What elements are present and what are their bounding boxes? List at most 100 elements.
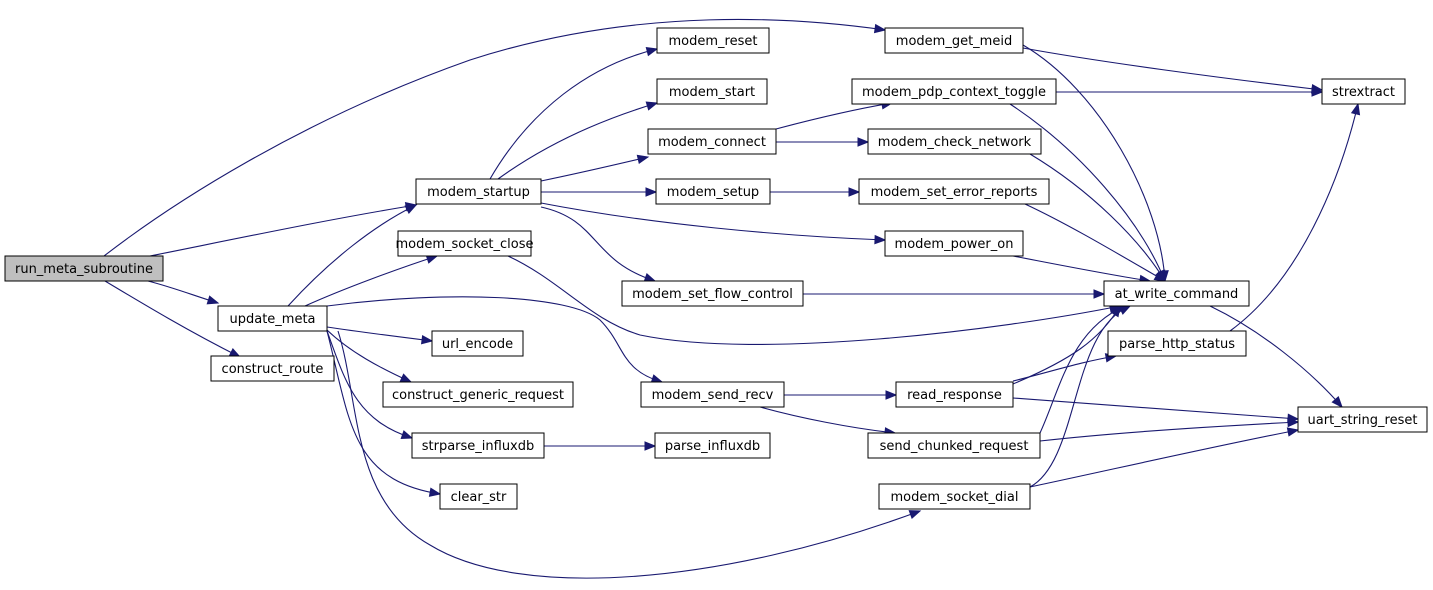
edge-modem_connect-to-modem_check_network xyxy=(776,137,870,147)
nodes-layer: run_meta_subroutine modem_startup update_m… xyxy=(4,27,1428,510)
node-at-write-command[interactable]: at_write_command xyxy=(1103,280,1250,307)
node-box xyxy=(858,178,1050,205)
edge-arrowhead xyxy=(874,234,887,245)
node-box xyxy=(884,230,1024,257)
node-box xyxy=(621,280,804,307)
node-run-meta-subroutine[interactable]: run_meta_subroutine xyxy=(4,255,164,282)
edge-modem_send_recv-to-read_response xyxy=(784,390,898,400)
edge-arrowhead xyxy=(404,204,418,214)
edge-at_write_command-to-uart_string_reset xyxy=(1209,305,1343,409)
node-box xyxy=(647,128,777,155)
node-modem-setup[interactable]: modem_setup xyxy=(655,178,771,205)
edge-line xyxy=(540,156,649,182)
edge-arrowhead xyxy=(1093,289,1106,299)
node-modem-check-network[interactable]: modem_check_network xyxy=(867,128,1042,155)
edge-arrowhead xyxy=(885,390,898,400)
edge-line xyxy=(103,18,886,257)
node-uart-string-reset[interactable]: uart_string_reset xyxy=(1297,406,1428,433)
node-box xyxy=(415,178,542,205)
edge-line xyxy=(1229,103,1359,332)
node-box xyxy=(878,483,1031,510)
edge-send_chunked_request-to-at_write_command xyxy=(1039,305,1127,434)
node-modem-start[interactable]: modem_start xyxy=(656,78,768,105)
edge-update_meta-to-strparse_influxdb xyxy=(326,330,414,440)
node-url-encode[interactable]: url_encode xyxy=(431,330,524,357)
edge-arrowhead xyxy=(643,273,657,282)
edge-arrowhead xyxy=(1153,271,1167,282)
edge-modem_startup-to-modem_setup xyxy=(541,187,658,197)
edge-arrowhead xyxy=(848,187,861,197)
edge-line xyxy=(1029,305,1131,488)
node-label: modem_startup xyxy=(427,185,530,200)
edge-arrowhead xyxy=(428,487,442,497)
node-label: modem_send_recv xyxy=(652,388,774,403)
edge-line xyxy=(1039,421,1299,442)
edge-arrowhead xyxy=(908,510,922,520)
edge-modem_startup-to-modem_connect xyxy=(540,154,650,182)
node-box xyxy=(867,128,1042,155)
node-box xyxy=(431,330,524,357)
edge-line xyxy=(1029,429,1299,488)
edge-line xyxy=(1024,203,1166,282)
edge-arrowhead xyxy=(873,23,887,34)
node-box xyxy=(884,27,1024,54)
node-label: modem_socket_close xyxy=(395,237,533,252)
node-modem-set-flow-control[interactable]: modem_set_flow_control xyxy=(621,280,804,307)
edge-update_meta-to-url_encode xyxy=(326,326,434,345)
node-update-meta[interactable]: update_meta xyxy=(217,305,328,332)
edge-modem_startup-to-modem_set_flow_control xyxy=(540,206,657,282)
node-modem-startup[interactable]: modem_startup xyxy=(415,178,542,205)
node-box xyxy=(382,381,574,408)
node-box xyxy=(1103,280,1250,307)
node-box xyxy=(655,178,771,205)
node-label: url_encode xyxy=(442,337,513,352)
node-parse-influxdb[interactable]: parse_influxdb xyxy=(654,432,771,459)
node-clear-str[interactable]: clear_str xyxy=(439,483,518,510)
edge-arrowhead xyxy=(1287,417,1300,428)
node-modem-power-on[interactable]: modem_power_on xyxy=(884,230,1024,257)
edge-arrowhead xyxy=(644,441,657,451)
node-parse-http-status[interactable]: parse_http_status xyxy=(1107,330,1247,357)
node-box xyxy=(656,27,770,54)
node-box xyxy=(217,305,328,332)
edge-modem_startup-to-modem_reset xyxy=(489,47,659,180)
edge-arrowhead xyxy=(206,295,220,305)
node-box xyxy=(1107,330,1247,357)
node-box xyxy=(397,230,532,257)
edge-modem_socket_close-to-at_write_command xyxy=(507,255,1122,345)
edge-parse_http_status-to-strextract xyxy=(1229,102,1361,332)
node-strextract[interactable]: strextract xyxy=(1321,78,1406,105)
node-label: modem_power_on xyxy=(895,237,1014,252)
node-box xyxy=(640,381,785,408)
edge-modem_send_recv-to-send_chunked_request xyxy=(759,406,897,437)
node-modem-pdp-context-toggle[interactable]: modem_pdp_context_toggle xyxy=(851,78,1057,105)
edge-line xyxy=(326,330,441,495)
edge-update_meta-to-modem_startup xyxy=(287,204,418,307)
node-modem-send-recv[interactable]: modem_send_recv xyxy=(640,381,785,408)
node-send-chunked-request[interactable]: send_chunked_request xyxy=(867,432,1041,459)
node-label: modem_reset xyxy=(669,34,758,49)
node-label: modem_start xyxy=(669,85,755,100)
node-box xyxy=(867,432,1041,459)
node-box xyxy=(210,355,335,382)
node-modem-socket-dial[interactable]: modem_socket_dial xyxy=(878,483,1031,510)
edge-line xyxy=(304,255,438,307)
edge-arrowhead xyxy=(857,137,870,147)
node-modem-set-error-reports[interactable]: modem_set_error_reports xyxy=(858,178,1050,205)
node-construct-generic-request[interactable]: construct_generic_request xyxy=(382,381,574,408)
edge-arrowhead xyxy=(1331,396,1343,409)
node-strparse-influxdb[interactable]: strparse_influxdb xyxy=(411,432,545,459)
node-modem-reset[interactable]: modem_reset xyxy=(656,27,770,54)
edge-line xyxy=(326,326,433,342)
node-read-response[interactable]: read_response xyxy=(895,381,1014,408)
node-modem-socket-close[interactable]: modem_socket_close xyxy=(395,230,534,257)
edge-line xyxy=(149,204,417,257)
node-label: strextract xyxy=(1332,85,1395,100)
node-label: clear_str xyxy=(451,490,507,505)
node-modem-connect[interactable]: modem_connect xyxy=(647,128,777,155)
node-modem-get-meid[interactable]: modem_get_meid xyxy=(884,27,1024,54)
edge-arrowhead xyxy=(420,334,434,345)
node-construct-route[interactable]: construct_route xyxy=(210,355,335,382)
edge-line xyxy=(759,406,896,434)
node-label: modem_set_flow_control xyxy=(632,287,793,302)
